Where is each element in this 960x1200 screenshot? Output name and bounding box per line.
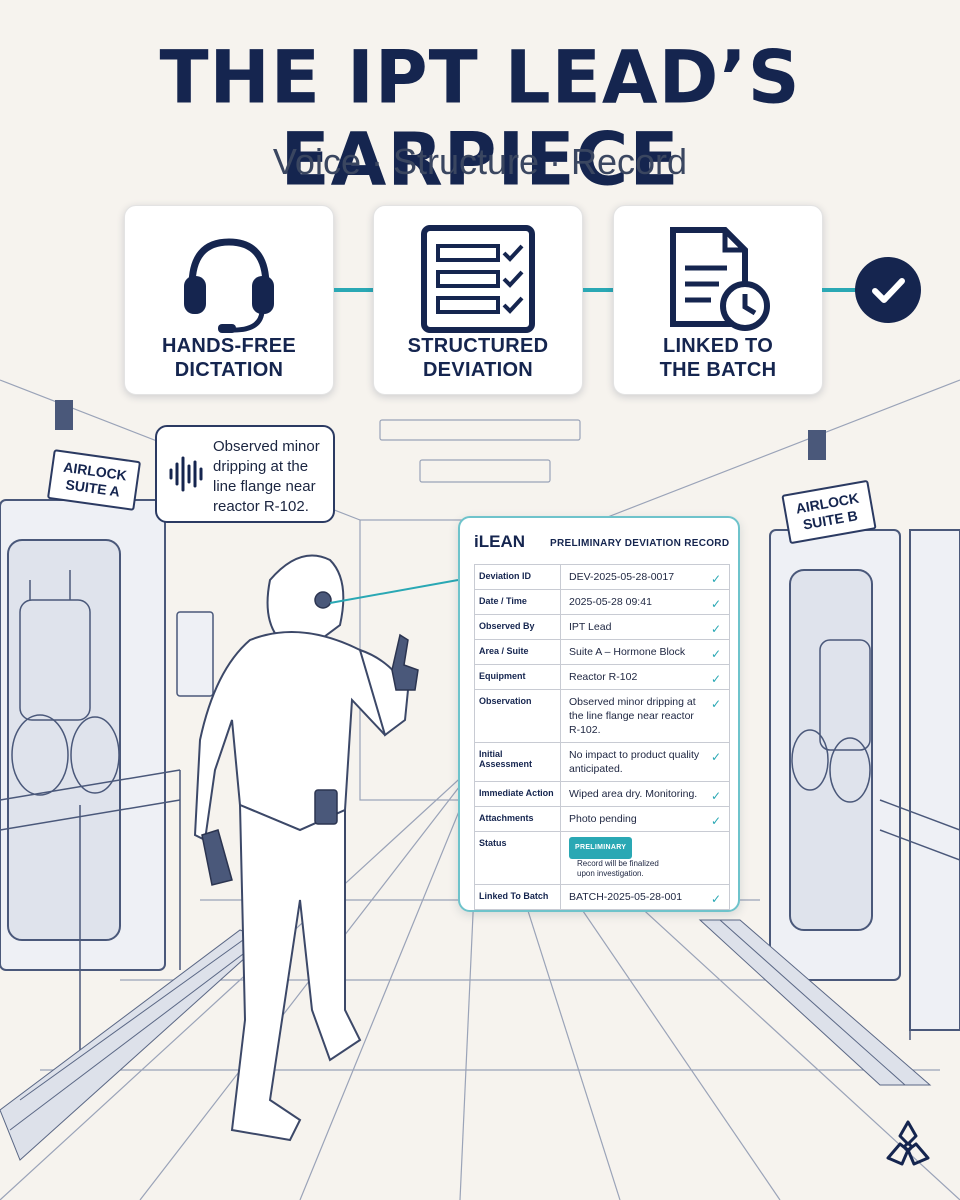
step-card-hands-free-dictation: HANDS-FREE DICTATION — [124, 205, 334, 395]
connector-line — [334, 288, 374, 292]
record-row: Initial Assessment No impact to product … — [475, 743, 729, 782]
step-label: HANDS-FREE DICTATION — [161, 335, 297, 381]
check-icon: ✓ — [710, 647, 721, 661]
step-label: LINKED TO THE BATCH — [659, 335, 777, 381]
check-icon: ✓ — [710, 892, 721, 906]
record-row: Equipment Reactor R-102 ✓ — [475, 665, 729, 690]
status-note: Record will be finalized upon investigat… — [577, 859, 659, 878]
check-icon: ✓ — [710, 697, 721, 711]
brand-mark-icon — [882, 1118, 934, 1175]
step-card-linked-to-batch: LINKED TO THE BATCH — [613, 205, 823, 395]
check-icon: ✓ — [710, 789, 721, 803]
record-row-batch: Linked To Batch BATCH-2025-05-28-001 ✓ — [475, 885, 729, 909]
check-icon: ✓ — [710, 597, 721, 611]
record-row: Deviation ID DEV-2025-05-28-0017 ✓ — [475, 565, 729, 590]
check-icon: ✓ — [710, 572, 721, 586]
step-card-structured-deviation: STRUCTURED DEVIATION — [373, 205, 583, 395]
record-title: PRELIMINARY DEVIATION RECORD — [550, 538, 730, 549]
speech-bubble: Observed minor dripping at the line flan… — [155, 425, 335, 523]
connector-line — [583, 288, 615, 292]
record-table: Deviation ID DEV-2025-05-28-0017 ✓ Date … — [474, 564, 730, 910]
check-icon: ✓ — [710, 672, 721, 686]
record-row-status: Status PRELIMINARYRecord will be finaliz… — [475, 832, 729, 885]
brand-logo: iLEAN — [474, 532, 525, 551]
page-title: THE IPT LEAD’S EARPIECE — [159, 34, 801, 202]
status-badge: PRELIMINARY — [569, 837, 633, 859]
record-row: Observed By IPT Lead ✓ — [475, 615, 729, 640]
record-row: Immediate Action Wiped area dry. Monitor… — [475, 782, 729, 807]
record-row: Observation Observed minor dripping at t… — [475, 690, 729, 743]
final-check-icon — [855, 257, 921, 323]
page-subtitle: Voice · Structure · Record — [272, 141, 688, 182]
record-row: Attachments Photo pending ✓ — [475, 807, 729, 832]
checklist-icon — [420, 224, 536, 339]
record-row: Area / Suite Suite A – Hormone Block ✓ — [475, 640, 729, 665]
document-clock-icon — [663, 224, 773, 339]
headset-icon — [174, 224, 284, 339]
step-label: STRUCTURED DEVIATION — [407, 335, 549, 381]
record-row: Date / Time 2025-05-28 09:41 ✓ — [475, 590, 729, 615]
sound-wave-icon — [167, 452, 207, 501]
deviation-record-card: iLEAN PRELIMINARY DEVIATION RECORD Devia… — [458, 516, 740, 912]
check-icon: ✓ — [710, 750, 721, 764]
check-icon: ✓ — [710, 622, 721, 636]
dictation-text: Observed minor dripping at the line flan… — [213, 438, 320, 515]
connector-line — [822, 288, 856, 292]
check-icon: ✓ — [710, 814, 721, 828]
